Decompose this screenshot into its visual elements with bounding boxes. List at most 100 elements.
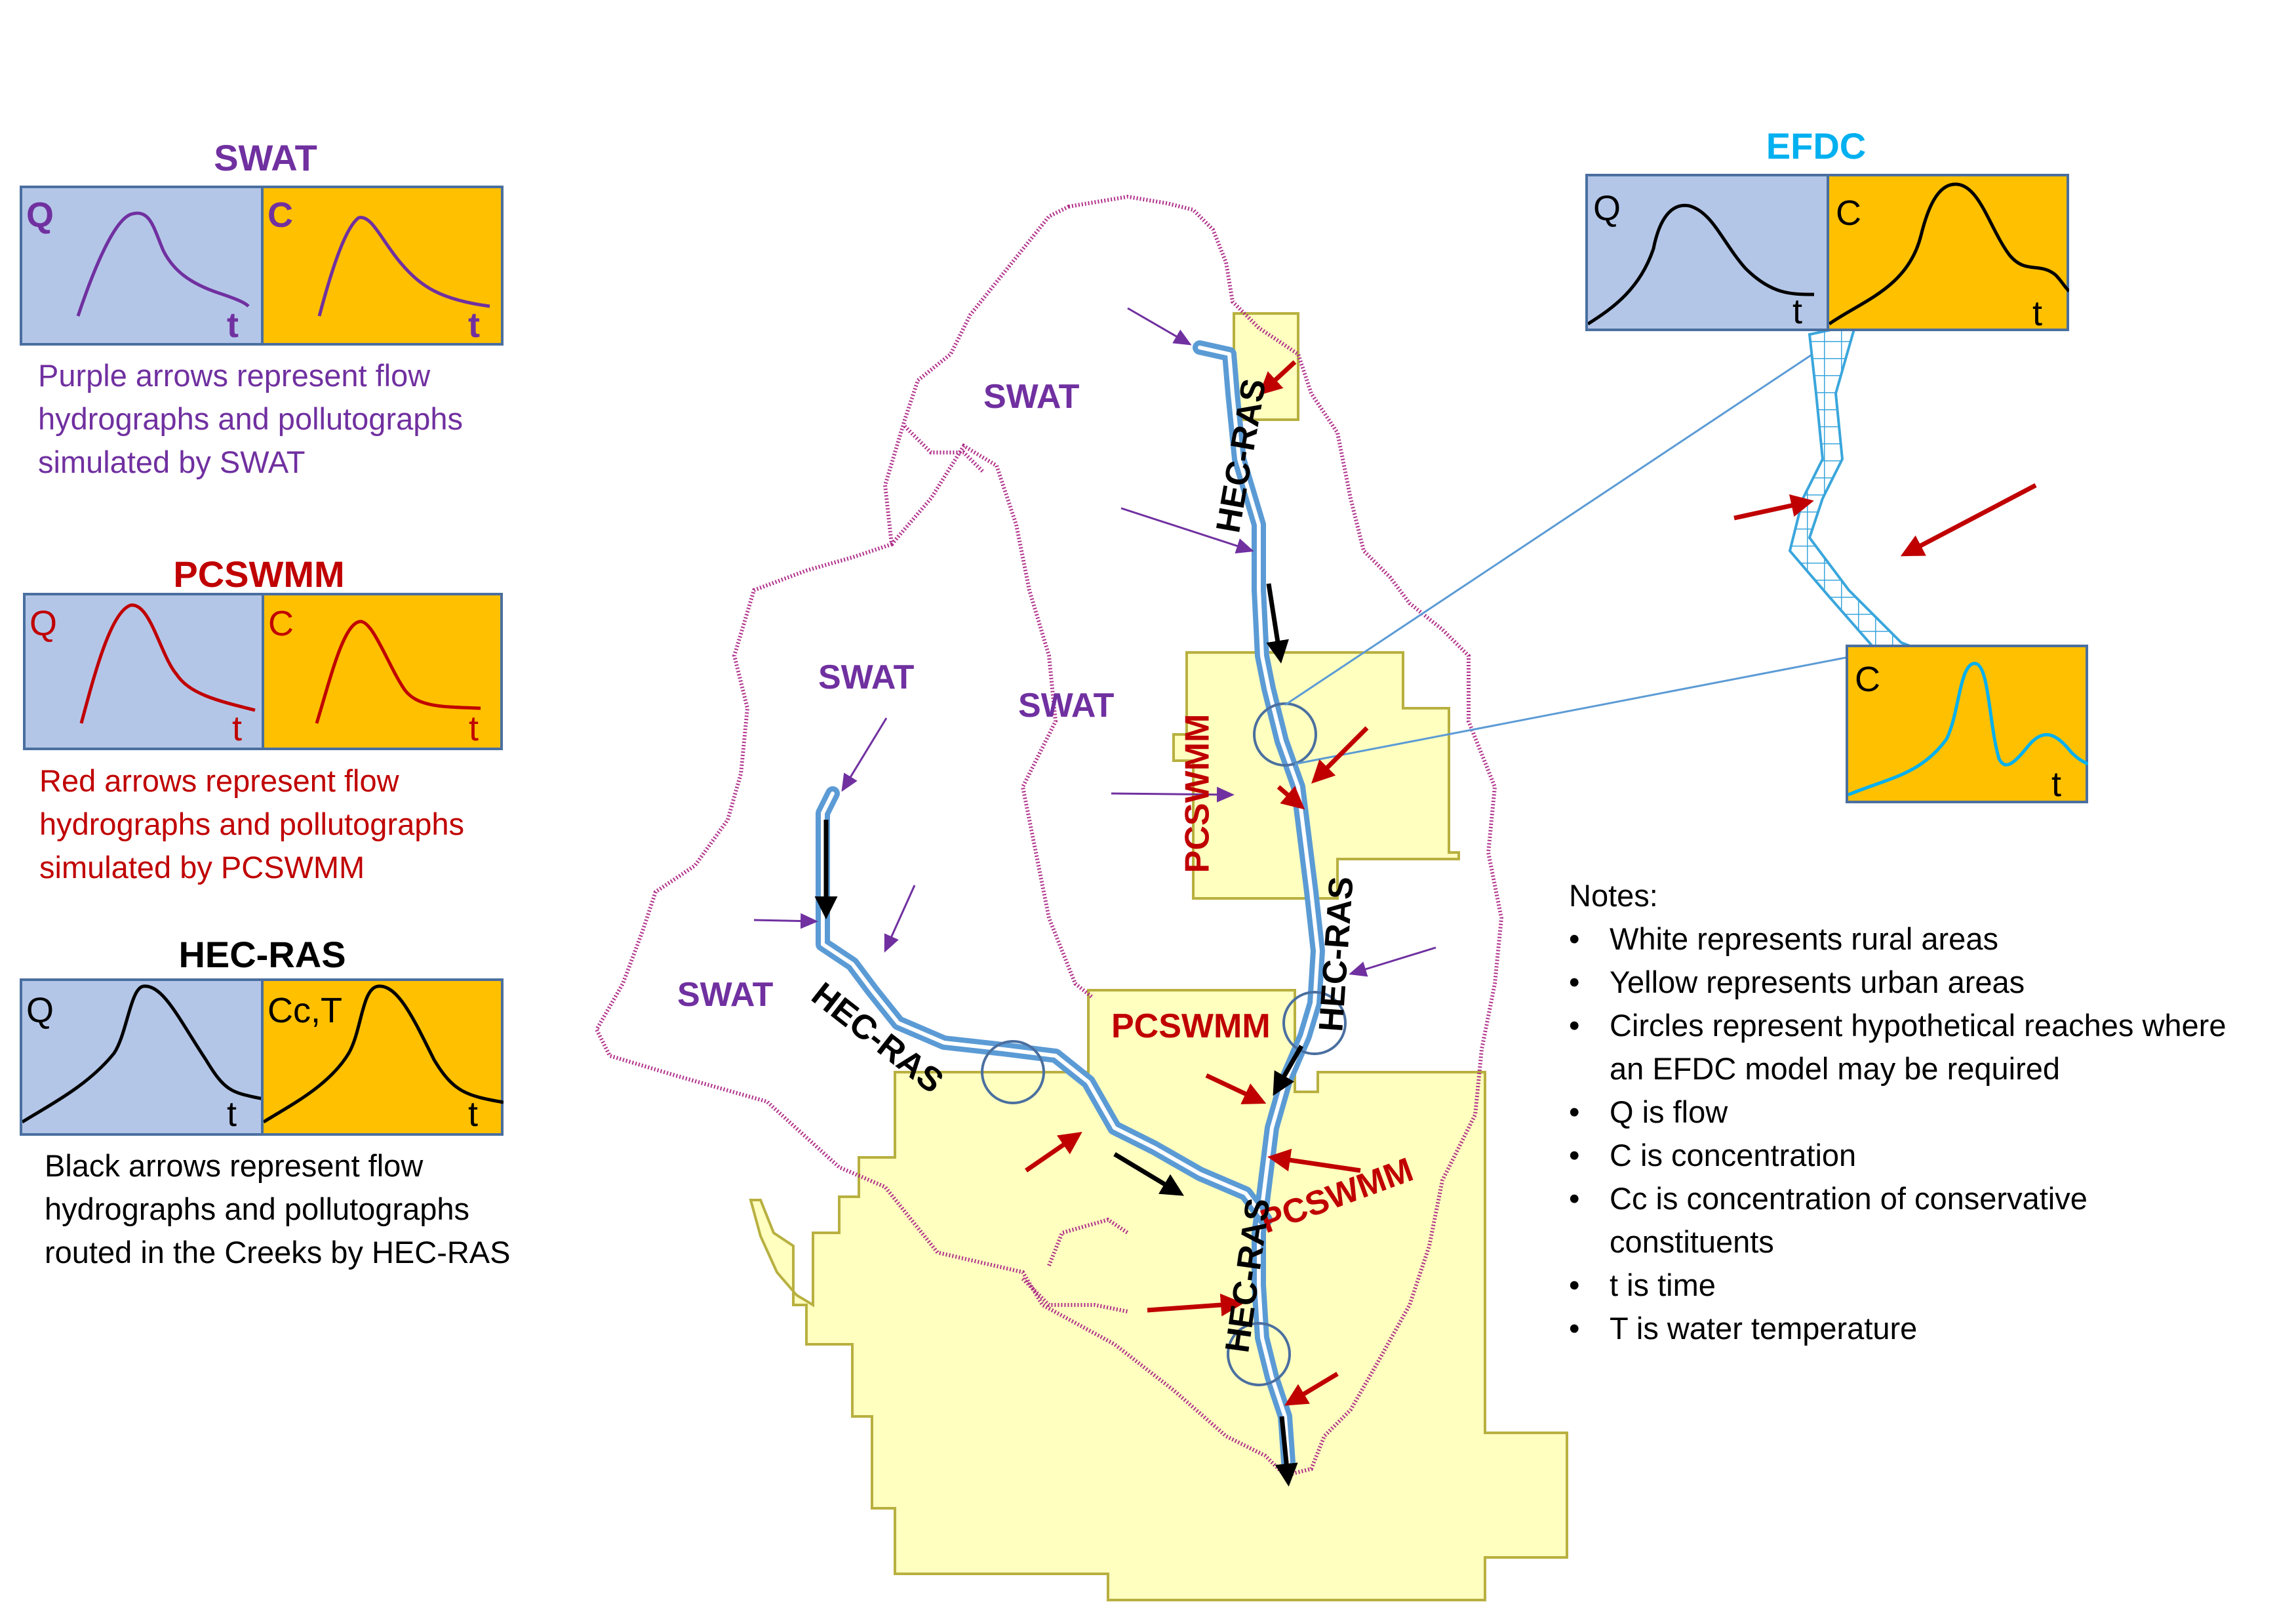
map-pcswmm-label-middle: PCSWMM [1178,713,1217,873]
pcswmm-legend-title: PCSWMM [173,553,345,595]
swat-arrow-7 [884,885,916,953]
reach-circle-4 [1227,1322,1291,1386]
pcswmm-q-t-label: t [232,709,243,748]
map-swat-label-central: SWAT [1018,687,1115,725]
reach-circle-1 [1253,702,1317,767]
swat-legend-title: SWAT [214,137,317,178]
efdc-q-curve [1588,203,1815,326]
hecras-q-label: Q [26,991,54,1030]
hecras-c-curve [264,984,504,1124]
hecras-c-panel: Cc,T t [261,978,504,1136]
swat-c-label: C [267,195,293,235]
note-line: C is concentration [1610,1138,1857,1172]
hecras-c-t-label: t [468,1094,479,1134]
swat-c-panel: C t [261,186,504,346]
pcswmm-arrow-4 [1205,1073,1267,1104]
hecras-legend-title: HEC-RAS [178,934,346,975]
swat-q-t-label: t [227,306,239,345]
caption-line: simulated by SWAT [38,445,306,479]
reach-circle-3 [981,1040,1045,1104]
efdc-output-c-curve [1848,662,2088,797]
pcswmm-arrow-7 [1147,1293,1244,1317]
notes-list: White represents rural areas Yellow repr… [1569,917,2290,1350]
pcswmm-arrow-6 [1025,1132,1082,1172]
hecras-q-t-label: t [227,1094,237,1134]
hecras-q-panel: Q t [20,978,264,1136]
efdc-output-t-label: t [2051,765,2062,804]
hecras-arrow-1 [1266,583,1289,664]
hecras-arrow-3 [1273,1045,1304,1096]
efdc-red-arrow-1 [1733,494,1814,521]
pcswmm-c-t-label: t [469,709,479,748]
caption-line: simulated by PCSWMM [39,850,365,885]
pcswmm-q-label: Q [30,604,58,643]
hecras-legend-caption: Black arrows represent flow hydrographs … [45,1144,511,1274]
subbasin-divide-3 [1021,1277,1128,1313]
hecras-c-label: Cc,T [267,991,342,1030]
subbasin-divide-1 [890,443,1093,999]
efdc-q-label: Q [1593,189,1621,228]
map-swat-label-north: SWAT [983,378,1080,416]
efdc-c-panel: C t [1827,174,2069,333]
caption-line: Black arrows represent flow [45,1148,424,1183]
pcswmm-arrow-1 [1258,360,1297,395]
notes-item: Q is flow [1569,1091,2290,1134]
swat-arrow-5 [841,717,888,792]
hecras-arrow-5 [1275,1416,1298,1487]
efdc-title: EFDC [1766,125,1867,167]
notes-item: Circles represent hypothetical reaches w… [1569,1004,2290,1091]
notes-block: Notes: White represents rural areas Yell… [1569,874,2290,1350]
pcswmm-q-curve [79,603,256,724]
hecras-q-curve [22,984,264,1124]
notes-item: White represents rural areas [1569,917,2290,961]
efdc-red-arrow-2 [1900,483,2037,557]
caption-line: hydrographs and pollutographs [38,401,464,436]
efdc-c-label: C [1836,193,1861,233]
notes-item: C is concentration [1569,1134,2290,1177]
swat-arrow-1 [1127,307,1192,346]
notes-heading: Notes: [1569,878,1658,913]
pcswmm-arrow-5 [1267,1148,1361,1173]
notes-item: T is water temperature [1569,1307,2290,1350]
note-line: White represents rural areas [1610,921,1998,956]
pcswmm-arrow-2 [1311,726,1369,784]
urban-areas [749,312,1568,1601]
efdc-output-c-panel: C t [1846,645,2088,804]
urban-area-south [749,989,1568,1601]
swat-c-t-label: t [468,306,480,345]
creek-west [816,786,1273,1227]
efdc-output-c-label: C [1855,660,1880,699]
hecras-arrow-4 [1113,1152,1185,1196]
efdc-c-curve [1829,182,2069,326]
note-line: an EFDC model may be required [1610,1051,2061,1086]
swat-arrow-4 [1349,946,1436,977]
swat-arrow-6 [753,913,818,929]
caption-line: hydrographs and pollutographs [45,1192,470,1226]
hecras-arrows [814,583,1304,1487]
swat-c-curve [317,216,490,317]
caption-line: Purple arrows represent flow [38,358,431,393]
creeks [816,340,1325,1470]
efdc-q-panel: Q t [1585,174,1829,331]
pcswmm-c-curve [315,620,481,724]
note-line: constituents [1610,1224,1774,1259]
note-line: Yellow represents urban areas [1610,965,2025,999]
pcswmm-arrow-8 [1284,1371,1339,1406]
creek-main [1193,340,1325,1470]
swat-arrows [753,307,1436,977]
notes-item: Yellow represents urban areas [1569,961,2290,1004]
notes-item: t is time [1569,1264,2290,1307]
swat-arrow-2 [1120,507,1254,553]
efdc-c-t-label: t [2032,294,2043,333]
swat-q-label: Q [26,195,54,235]
swat-q-panel: Q t [20,186,264,346]
map-swat-label-west: SWAT [818,658,915,696]
note-line: T is water temperature [1610,1311,1918,1346]
map-pcswmm-label-center: PCSWMM [1111,1007,1271,1045]
swat-legend-caption: Purple arrows represent flow hydrographs… [38,354,463,484]
pcswmm-c-label: C [268,604,294,643]
caption-line: routed in the Creeks by HEC-RAS [45,1235,511,1270]
pcswmm-q-panel: Q t [23,593,264,750]
pcswmm-arrow-3 [1277,785,1305,810]
